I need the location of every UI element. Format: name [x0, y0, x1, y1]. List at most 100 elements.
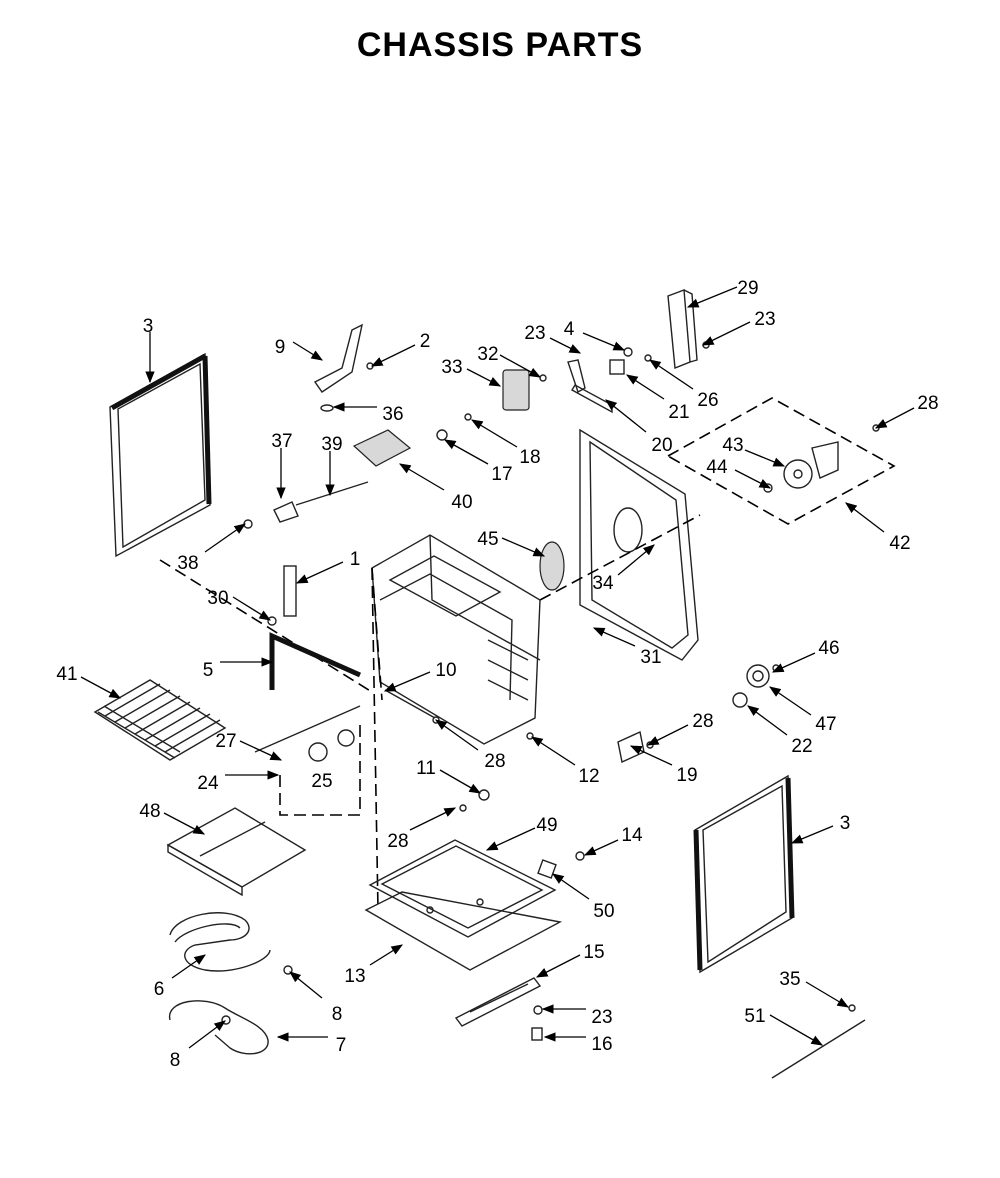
- part-number-label: 31: [640, 647, 661, 668]
- part-number-label: 8: [170, 1050, 181, 1071]
- callout-c37: 37: [271, 431, 293, 500]
- side-panel-left: [109, 352, 212, 558]
- callout-leader: [649, 359, 694, 390]
- fasteners-17-18: [436, 413, 472, 441]
- callout-c16: 16: [543, 1032, 613, 1055]
- callout-c28a: 28: [874, 393, 939, 429]
- callout-c12: 12: [531, 736, 600, 787]
- bracket-15: [454, 977, 543, 1041]
- callout-leader: [769, 1014, 824, 1046]
- callout-c10: 10: [383, 660, 457, 692]
- part-number-label: 30: [207, 588, 228, 609]
- callout-leader: [531, 736, 576, 766]
- oven-rack-41: [93, 679, 227, 761]
- element-24-25: [254, 705, 361, 816]
- fasteners-10-12: [384, 689, 534, 740]
- callout-leader: [629, 745, 673, 766]
- part-number-label: 28: [917, 393, 938, 414]
- callout-leader: [383, 671, 431, 692]
- part-number-label: 35: [779, 969, 800, 990]
- callout-leader: [289, 971, 323, 999]
- part-number-label: 3: [840, 813, 851, 834]
- callout-leader: [398, 463, 445, 491]
- callout-leader: [874, 407, 915, 429]
- part-number-label: 22: [791, 736, 812, 757]
- part-number-label: 10: [435, 660, 456, 681]
- callout-leader: [501, 537, 546, 557]
- part-number-label: 41: [56, 664, 77, 685]
- callout-leader: [232, 596, 271, 621]
- callout-leader: [646, 724, 689, 746]
- callout-leader: [535, 954, 581, 978]
- callout-c30: 30: [207, 588, 271, 621]
- part-number-label: 21: [668, 402, 689, 423]
- callout-c21: 21: [626, 374, 690, 423]
- part-number-label: 15: [583, 942, 604, 963]
- bracket-1: [267, 565, 362, 690]
- bracket-19: [617, 730, 654, 764]
- part-number-label: 28: [692, 711, 713, 732]
- part-number-label: 50: [593, 901, 614, 922]
- callout-leader: [592, 627, 636, 647]
- callout-leader: [188, 1020, 226, 1049]
- part-number-label: 12: [578, 766, 599, 787]
- callout-leader: [369, 944, 403, 966]
- part-number-label: 9: [275, 337, 286, 358]
- callout-c5: 5: [203, 657, 274, 681]
- callout-c11: 11: [416, 758, 482, 794]
- callout-c1: 1: [295, 549, 360, 584]
- bracket-9: [313, 323, 374, 412]
- callout-leader: [171, 954, 206, 979]
- callout-c51: 51: [744, 1006, 824, 1046]
- knob-46: [732, 664, 780, 708]
- part-number-label: 24: [197, 773, 219, 794]
- part-number-label: 45: [477, 529, 498, 550]
- callout-leader: [769, 686, 812, 716]
- parts-14-50: [537, 851, 585, 879]
- callout-leader: [439, 769, 482, 794]
- part-number-label: 20: [651, 435, 672, 456]
- part-number-label: 44: [706, 457, 728, 478]
- part-number-label: 7: [336, 1035, 347, 1056]
- callout-leader: [686, 286, 738, 308]
- part-number-label: 37: [271, 431, 292, 452]
- part-number-label: 48: [139, 801, 160, 822]
- callout-c13: 13: [344, 944, 403, 987]
- fan-assembly-42: [667, 397, 896, 525]
- callout-leader: [204, 523, 246, 553]
- part-number-label: 4: [564, 319, 575, 340]
- callout-c45: 45: [477, 529, 546, 557]
- rear-panel: [539, 428, 701, 661]
- callout-c44: 44: [706, 457, 772, 489]
- callout-leader: [747, 705, 788, 736]
- callout-c28d: 28: [387, 807, 457, 852]
- part-number-label: 28: [484, 751, 505, 772]
- callout-c35: 35: [779, 969, 850, 1008]
- part-number-label: 36: [382, 404, 403, 425]
- callout-leader: [701, 321, 751, 346]
- callout-c48: 48: [139, 801, 206, 835]
- callout-c3a: 3: [143, 316, 155, 384]
- part-number-label: 43: [722, 435, 743, 456]
- part-number-label: 23: [754, 309, 775, 330]
- block-32: [502, 369, 547, 411]
- part-number-label: 46: [818, 638, 839, 659]
- bake-element-7: [169, 1000, 269, 1055]
- part-number-label: 49: [536, 815, 557, 836]
- wire-51: [771, 1004, 866, 1079]
- part-number-label: 2: [420, 331, 431, 352]
- part-number-label: 23: [524, 323, 545, 344]
- part-number-label: 29: [737, 278, 758, 299]
- callout-leader: [485, 827, 536, 851]
- callout-leader: [435, 719, 479, 751]
- part-number-label: 40: [451, 492, 472, 513]
- callout-leader: [805, 981, 850, 1008]
- callout-c23c: 23: [541, 1004, 613, 1028]
- oven-cavity: [159, 534, 541, 911]
- callout-c4: 4: [564, 319, 626, 351]
- part-number-label: 5: [203, 660, 214, 681]
- callout-c34: 34: [592, 544, 655, 594]
- part-number-label: 25: [311, 771, 332, 792]
